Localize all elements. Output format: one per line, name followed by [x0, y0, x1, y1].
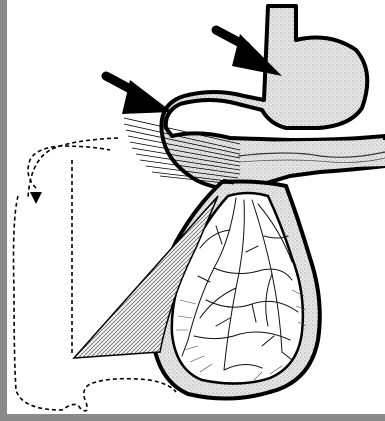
arrow-icon — [106, 76, 172, 114]
dashed-arrowhead — [30, 192, 42, 204]
dashed-outline-left — [28, 146, 110, 188]
